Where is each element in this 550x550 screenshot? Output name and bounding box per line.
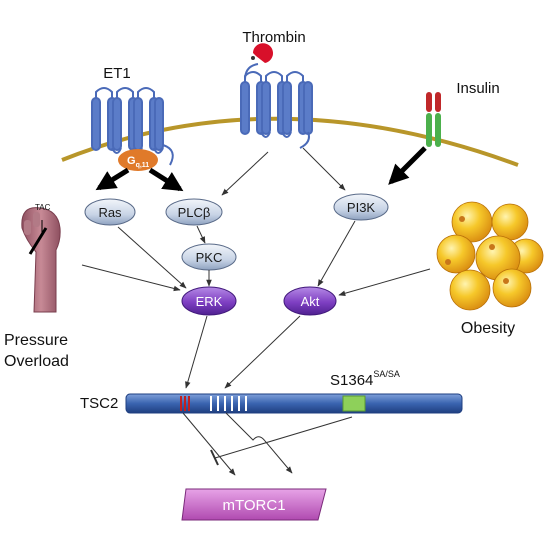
arrow-thrombin-plc — [221, 151, 269, 196]
s1364-site — [342, 395, 366, 412]
arrow-erk-tsc2 — [185, 315, 208, 389]
arrow-plc-pkc — [196, 225, 206, 244]
inhibit-s1364-mtorc1 — [214, 416, 353, 459]
pressure-label: Pressure — [4, 332, 68, 349]
arrow-pressure-erk — [81, 264, 181, 292]
arrow-insulin-pi3k — [388, 146, 427, 185]
ras-label: Ras — [98, 205, 122, 220]
thrombin-label: Thrombin — [242, 29, 305, 46]
akt-sites — [210, 396, 247, 411]
erk-node — [181, 286, 237, 316]
gq11-label: Gq,11 — [127, 155, 149, 169]
et1-receptor — [91, 87, 174, 166]
thrombin-ligand-icon — [251, 43, 273, 63]
erk-sites — [180, 396, 190, 411]
adipocyte-icon — [436, 201, 544, 311]
obesity-label: Obesity — [461, 320, 515, 337]
arrow-gq-plc — [148, 167, 184, 192]
aorta-icon — [21, 207, 61, 313]
tsc2-bar — [125, 393, 463, 414]
s1364-label: S1364SA/SA — [330, 369, 400, 389]
arrow-erk-site-mtorc1 — [182, 412, 236, 476]
insulin-label: Insulin — [456, 80, 499, 97]
ras-node — [84, 198, 136, 226]
akt-label: Akt — [301, 294, 320, 309]
inhibit-bar — [210, 449, 219, 466]
akt-node — [283, 286, 337, 316]
arrow-akt-site-mtorc1 — [225, 412, 293, 474]
plc-node — [165, 198, 223, 226]
pi3k-label: PI3K — [347, 200, 376, 215]
arrow-thrombin-pi3k — [302, 147, 346, 191]
pi3k-node — [333, 193, 389, 221]
arrow-ras-erk — [117, 226, 187, 289]
erk-label: ERK — [196, 294, 223, 309]
overload-label: Overload — [4, 353, 69, 370]
gq11-protein — [118, 149, 158, 171]
mtorc1-label: mTORC1 — [222, 497, 285, 514]
tsc2-label: TSC2 — [80, 395, 118, 412]
plc-label: PLCβ — [178, 205, 211, 220]
arrow-pi3k-akt — [317, 220, 356, 287]
arrow-obesity-akt — [338, 268, 431, 296]
mtorc1-node — [181, 488, 327, 521]
insulin-receptor-icon — [426, 92, 441, 147]
tac-label: TAC — [35, 203, 51, 212]
pkc-label: PKC — [196, 250, 223, 265]
arrow-akt-tsc2 — [224, 315, 301, 389]
et1-label: ET1 — [103, 65, 131, 82]
thrombin-receptor — [240, 63, 313, 149]
arrow-gq-ras — [95, 167, 130, 191]
